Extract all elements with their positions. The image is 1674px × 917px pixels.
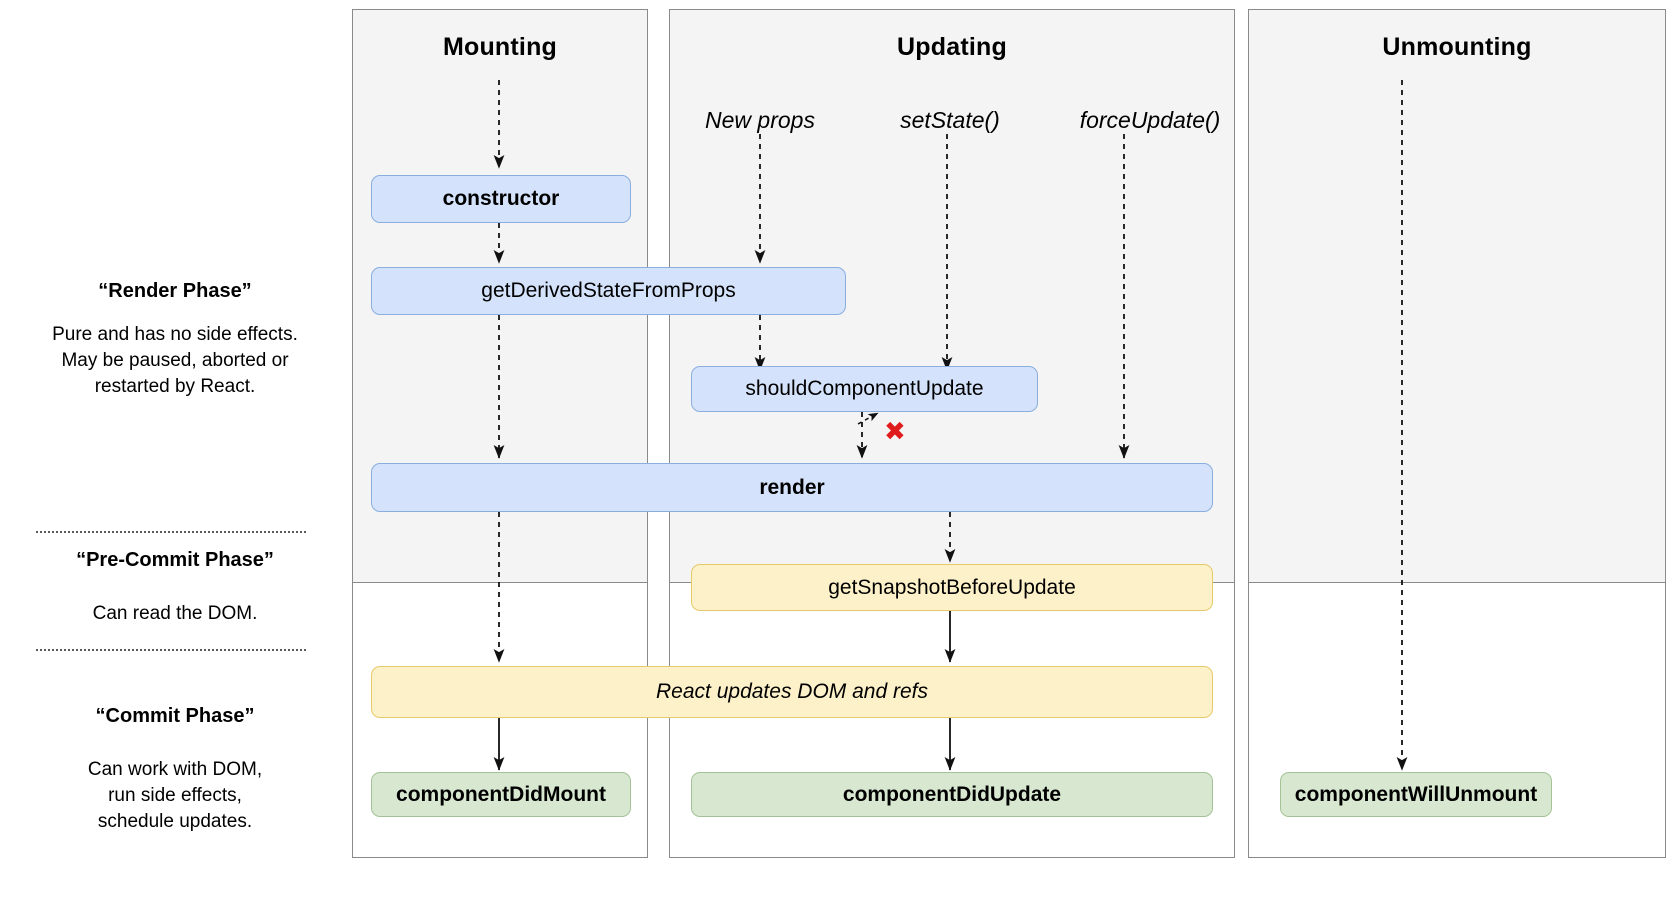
legend-heading-pre-commit-phase: “Pre-Commit Phase” xyxy=(76,549,274,571)
node-component-did-update[interactable]: componentDidUpdate xyxy=(691,772,1213,817)
node-component-will-unmount[interactable]: componentWillUnmount xyxy=(1280,772,1552,817)
trigger-set-state: setState() xyxy=(900,107,1000,133)
legend-heading-commit-phase: “Commit Phase” xyxy=(95,705,255,727)
legend-body-render-phase: Pure and has no side effects. May be pau… xyxy=(52,324,298,397)
node-get-snapshot-before-update[interactable]: getSnapshotBeforeUpdate xyxy=(691,564,1213,611)
column-unmounting-render-region xyxy=(1249,10,1665,583)
node-react-updates-dom-and-refs[interactable]: React updates DOM and refs xyxy=(371,666,1213,718)
node-render[interactable]: render xyxy=(371,463,1213,512)
legend-heading-render-phase: “Render Phase” xyxy=(98,280,252,302)
trigger-force-update: forceUpdate() xyxy=(1079,107,1221,133)
node-component-did-mount[interactable]: componentDidMount xyxy=(371,772,631,817)
column-title-mounting: Mounting xyxy=(442,33,558,61)
node-should-component-update[interactable]: shouldComponentUpdate xyxy=(691,366,1038,412)
node-constructor[interactable]: constructor xyxy=(371,175,631,223)
column-title-unmounting: Unmounting xyxy=(1382,33,1532,61)
column-title-updating: Updating xyxy=(897,33,1007,61)
legend-body-commit-phase: Can work with DOM, run side effects, sch… xyxy=(87,759,263,832)
node-get-derived-state-from-props[interactable]: getDerivedStateFromProps xyxy=(371,267,846,315)
legend-body-pre-commit-phase: Can read the DOM. xyxy=(92,603,258,624)
legend-divider-bottom xyxy=(36,649,306,651)
skip-render-x-icon: ✖ xyxy=(884,417,906,447)
trigger-new-props: New props xyxy=(705,107,815,133)
legend-divider-top xyxy=(36,531,306,533)
